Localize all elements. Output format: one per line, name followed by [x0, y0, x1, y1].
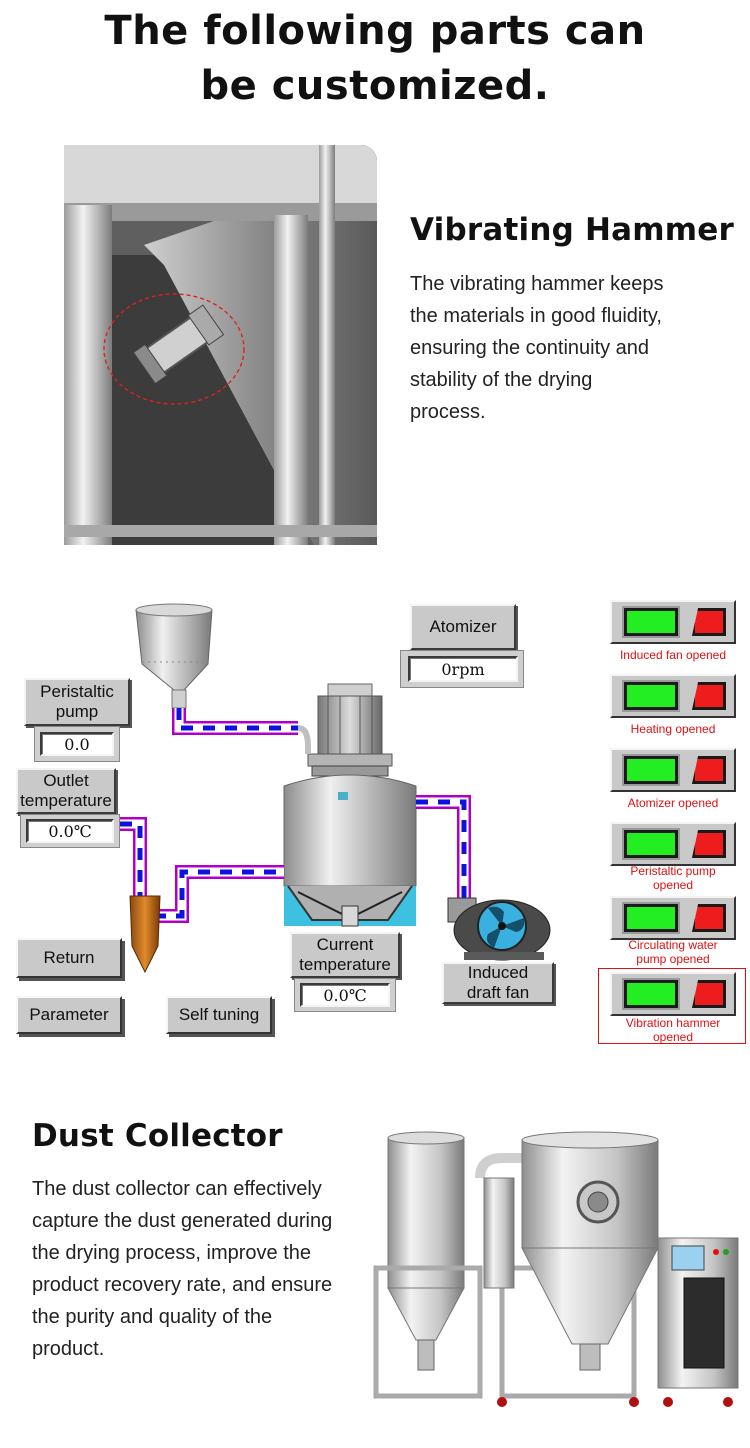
heater: [129, 895, 161, 974]
off-lamp: [692, 682, 726, 710]
on-lamp: [624, 608, 678, 636]
circulating-water-pump-indicator[interactable]: [610, 896, 736, 940]
outlet-temperature-value: 0.0℃: [26, 819, 114, 843]
current-temperature-label: Current temperature: [290, 932, 400, 978]
selected-indicator-frame: [598, 968, 746, 1044]
atomizer-speed-value: 0rpm: [408, 656, 518, 682]
dust-collector-title: Dust Collector: [32, 1118, 283, 1154]
label-line: draft fan: [466, 983, 530, 1002]
caption-line: Circulating water: [628, 938, 718, 952]
caption-line: Atomizer opened: [627, 796, 719, 810]
off-lamp: [692, 904, 726, 932]
feed-pipe: [172, 708, 298, 735]
label-line: Induced: [467, 963, 529, 982]
peristaltic-pump-indicator[interactable]: [610, 822, 736, 866]
caption-line: Induced fan opened: [619, 648, 727, 662]
spray-dryer-photo: [372, 1118, 750, 1418]
feed-hopper: [135, 603, 213, 709]
on-lamp: [624, 830, 678, 858]
text-line: The dust collector can effectively: [32, 1178, 322, 1200]
label-line: Outlet: [43, 771, 89, 790]
on-lamp: [624, 904, 678, 932]
peristaltic-pump-value: 0.0: [40, 732, 114, 756]
drying-tower: [283, 774, 417, 927]
induced-fan-caption: Induced fan opened: [598, 648, 748, 662]
process-diagram: [120, 603, 551, 974]
label-line: temperature: [20, 791, 112, 810]
vibration-hammer-indicator[interactable]: [610, 972, 736, 1016]
text-line: The vibrating hammer keeps: [410, 273, 664, 295]
self-tuning-button[interactable]: Self tuning: [166, 996, 272, 1034]
label-line: Current: [316, 935, 374, 954]
label-line: temperature: [299, 955, 391, 974]
dust-collector-description: The dust collector can effectively captu…: [32, 1173, 372, 1365]
caption-line: opened: [652, 878, 694, 892]
text-line: the drying process, improve the: [32, 1242, 312, 1264]
page-title-line1: The following parts can: [104, 8, 646, 54]
vibrating-hammer-title: Vibrating Hammer: [410, 212, 734, 248]
page-title-line2: be customized.: [200, 63, 550, 109]
exhaust-pipe: [416, 795, 471, 898]
vibration-hammer-caption: Vibration hammer opened: [598, 1016, 748, 1044]
peristaltic-pump-label: Peristaltic pump: [24, 678, 130, 726]
caption-line: Heating opened: [630, 722, 716, 736]
text-line: the purity and quality of the: [32, 1306, 273, 1328]
vibrating-hammer-photo: [64, 145, 377, 545]
text-line: product recovery rate, and ensure: [32, 1274, 333, 1296]
off-lamp: [692, 980, 726, 1008]
peristaltic-pump-caption: Peristaltic pump opened: [598, 864, 748, 892]
heating-indicator[interactable]: [610, 674, 736, 718]
on-lamp: [624, 980, 678, 1008]
return-button[interactable]: Return: [16, 938, 122, 978]
caption-line: Peristaltic pump: [630, 864, 716, 878]
circulating-water-pump-caption: Circulating water pump opened: [598, 938, 748, 966]
atomizer-motor: [297, 683, 393, 777]
heating-caption: Heating opened: [598, 722, 748, 736]
page-title: The following parts can be customized.: [0, 4, 750, 114]
text-line: product.: [32, 1338, 105, 1360]
outlet-pipe: [120, 817, 147, 896]
text-line: process.: [410, 401, 486, 423]
on-lamp: [624, 756, 678, 784]
text-line: ensuring the continuity and: [410, 337, 650, 359]
outlet-temperature-label: Outlet temperature: [16, 768, 116, 814]
parameter-button[interactable]: Parameter: [16, 996, 122, 1034]
current-temperature-value: 0.0℃: [300, 983, 390, 1007]
text-line: the materials in good fluidity,: [410, 305, 662, 327]
off-lamp: [692, 608, 726, 636]
on-lamp: [624, 682, 678, 710]
atomizer-indicator[interactable]: [610, 748, 736, 792]
hot-air-pipe: [154, 865, 284, 923]
label-line: pump: [55, 702, 99, 721]
atomizer-caption: Atomizer opened: [598, 796, 748, 810]
text-line: stability of the drying: [410, 369, 593, 391]
label-line: Peristaltic: [40, 682, 114, 701]
text-line: capture the dust generated during: [32, 1210, 333, 1232]
induced-fan-indicator[interactable]: [610, 600, 736, 644]
hmi-control-panel: Atomizer 0rpm Peristaltic pump 0.0 Outle…: [12, 596, 750, 1046]
atomizer-label: Atomizer: [410, 604, 516, 650]
fan-icon: [447, 897, 551, 961]
off-lamp: [692, 830, 726, 858]
caption-line: opened: [652, 1030, 694, 1044]
vibrating-hammer-description: The vibrating hammer keeps the materials…: [410, 268, 730, 428]
induced-draft-fan-label: Induced draft fan: [442, 962, 554, 1004]
caption-line: pump opened: [636, 952, 710, 966]
off-lamp: [692, 756, 726, 784]
caption-line: Vibration hammer: [625, 1016, 721, 1030]
